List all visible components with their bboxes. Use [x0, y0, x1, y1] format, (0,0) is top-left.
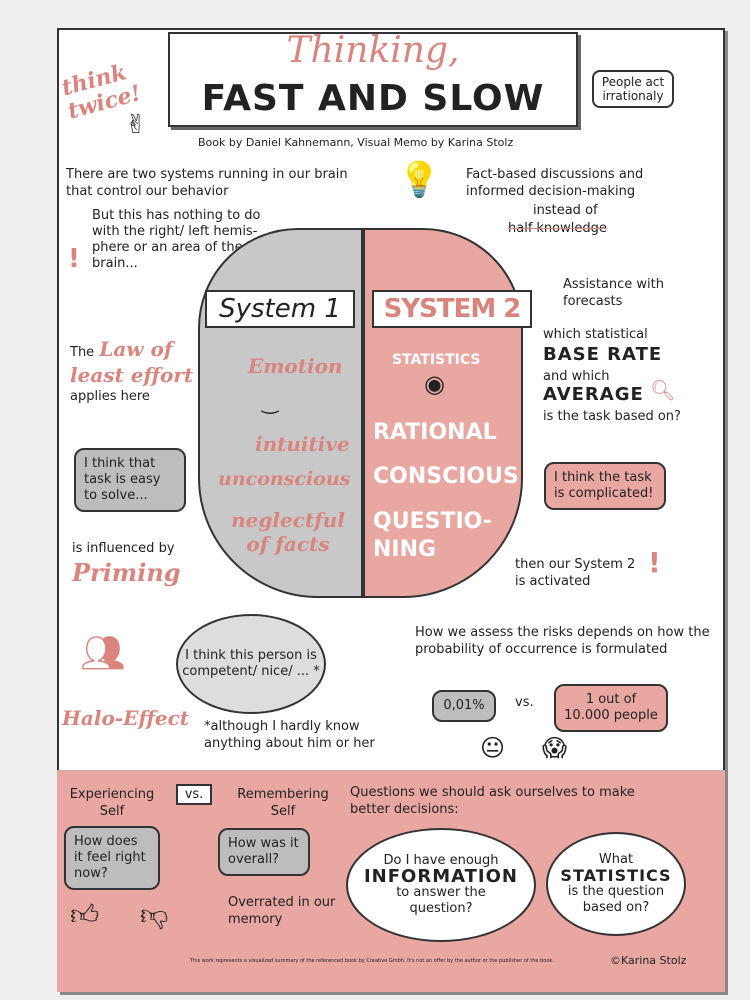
- q2-post: is the question based on?: [567, 884, 665, 915]
- intro-text: There are two systems running in our bra…: [66, 167, 348, 199]
- percent-bubble: 0,01%: [432, 690, 496, 722]
- closed-eye-icon: ‿: [262, 390, 279, 414]
- title-main: FAST AND SLOW: [201, 78, 545, 119]
- law-script: Law of least effort: [70, 337, 194, 387]
- experiencing-self: Experiencing Self: [69, 787, 155, 819]
- q1-bold: INFORMATION: [363, 866, 518, 887]
- system2-label: SYSTEM 2: [372, 290, 532, 328]
- q2-pre: What: [598, 852, 634, 867]
- base-rate-bold: BASE RATE: [543, 344, 663, 365]
- remembering-self: Remembering Self: [237, 787, 329, 819]
- information-cloud: Do I have enough INFORMATION to answer t…: [346, 828, 536, 942]
- hemisphere-note: But this has nothing to do with the righ…: [92, 208, 261, 271]
- halo-cloud: I think this person is competent/ nice/ …: [176, 614, 326, 714]
- word-statistics: STATISTICS: [392, 352, 481, 368]
- word-questioning: QUESTIO- NING: [373, 509, 492, 562]
- facts-text: Fact-based discussions and informed deci…: [466, 167, 644, 199]
- subtitle: Book by Daniel Kahnemann, Visual Memo by…: [198, 136, 514, 149]
- scared-face-icon: 😱︎: [542, 734, 568, 762]
- law-pre: The: [70, 345, 95, 360]
- activated-text: then our System 2 is activated: [515, 557, 636, 589]
- feel-bubble: How does it feel right now?: [64, 826, 160, 890]
- word-rational: RATIONAL: [373, 420, 497, 445]
- base-rate-2: and which: [543, 369, 610, 384]
- word-neglectful: neglectful of facts: [231, 508, 345, 556]
- base-rate-3: is the task based on?: [543, 409, 681, 424]
- risk-text: How we assess the risks depends on how t…: [415, 625, 710, 657]
- q1-pre: Do I have enough: [383, 853, 499, 868]
- brain-right: [363, 228, 523, 598]
- system1-label: System 1: [205, 290, 355, 328]
- title-box: [168, 32, 578, 127]
- word-unconscious: unconscious: [218, 468, 351, 490]
- law-post: applies here: [70, 389, 150, 404]
- q2-bold: STATISTICS: [560, 866, 672, 885]
- thumbs-down-icon: 👎︎: [140, 898, 169, 931]
- instead-of: instead of: [533, 203, 598, 218]
- disclaimer: This work represents a visualized summar…: [190, 958, 554, 964]
- open-eye-icon: ◉: [424, 370, 445, 398]
- brain-left: [198, 228, 363, 598]
- lightbulb-icon: 💡: [398, 160, 441, 200]
- halo-label: Halo-Effect: [62, 706, 190, 730]
- thumbs-up-icon: 👍︎: [70, 898, 100, 931]
- people-bubble: 1 out of 10.000 people: [554, 684, 668, 732]
- priming-script: Priming: [72, 558, 181, 587]
- half-knowledge: half-knowledge: [508, 221, 607, 236]
- exclamation-icon: !: [68, 244, 80, 274]
- base-rate-1: which statistical: [543, 327, 648, 342]
- exclamation-icon-2: !: [648, 546, 661, 579]
- word-intuitive: intuitive: [255, 432, 350, 456]
- priming-pre: is influenced by: [72, 541, 175, 556]
- average-bold: AVERAGE: [543, 384, 644, 405]
- title-script: Thinking,: [286, 30, 460, 71]
- magnifier-icon: 🔍︎: [650, 378, 676, 402]
- copyright: ©Karina Stolz: [610, 954, 687, 967]
- risk-vs: vs.: [515, 695, 534, 710]
- bubble-easy: I think that task is easy to solve...: [74, 448, 186, 512]
- bottom-vs: vs.: [176, 784, 212, 805]
- people-icon: 👥︎: [80, 633, 126, 674]
- questions-text: Questions we should ask ourselves to mak…: [350, 785, 635, 817]
- word-emotion: Emotion: [248, 354, 343, 378]
- neutral-face-icon: 😐︎: [480, 734, 506, 762]
- halo-footnote: *although I hardly know anything about h…: [204, 719, 375, 751]
- overrated-text: Overrated in our memory: [228, 895, 336, 927]
- people-act-irrationaly: People act irrationaly: [592, 70, 674, 108]
- bubble-complicated: I think the task is complicated!: [544, 462, 666, 510]
- q1-post: to answer the question?: [396, 885, 486, 916]
- was-bubble: How was it overall?: [218, 828, 310, 876]
- assistance-text: Assistance with forecasts: [563, 277, 664, 309]
- word-conscious: CONSCIOUS: [373, 464, 519, 489]
- law-block: The Law of least effort applies here: [70, 336, 198, 405]
- peace-hand-icon: ✌: [125, 110, 147, 140]
- statistics-cloud: What STATISTICS is the question based on…: [546, 832, 686, 936]
